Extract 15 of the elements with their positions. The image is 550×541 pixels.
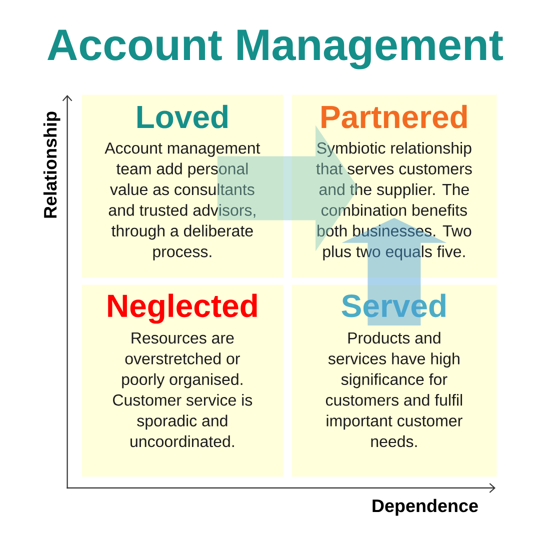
quadrant-text: Symbiotic relationship that serves customers and the supplier. The combination benefits both businesses. Two plus two equals five.	[316, 142, 472, 260]
block-arrow	[217, 125, 358, 252]
quadrant-box	[82, 284, 284, 477]
axis-label: Dependence	[372, 498, 478, 516]
quadrant-text: Account management team add personal value as consultants and trusted advisors, through a deliberate process.	[104, 142, 260, 260]
quadrant-box	[292, 284, 497, 477]
quadrant-text: Resources are overstretched or poorly organised. Customer service is sporadic and uncoordinated.	[113, 332, 252, 448]
quadrant-heading: Neglected	[108, 294, 257, 324]
quadrant-text: Products and services have high significance for customers and fulfil important customer needs.	[326, 332, 462, 448]
axis-label: Relationship	[43, 112, 60, 218]
quadrant-box	[292, 94, 497, 278]
quadrant-heading: Partnered	[322, 104, 467, 128]
quadrant-heading: Loved	[137, 104, 228, 128]
quadrant-box	[82, 94, 284, 278]
title: Account Management	[48, 30, 503, 70]
